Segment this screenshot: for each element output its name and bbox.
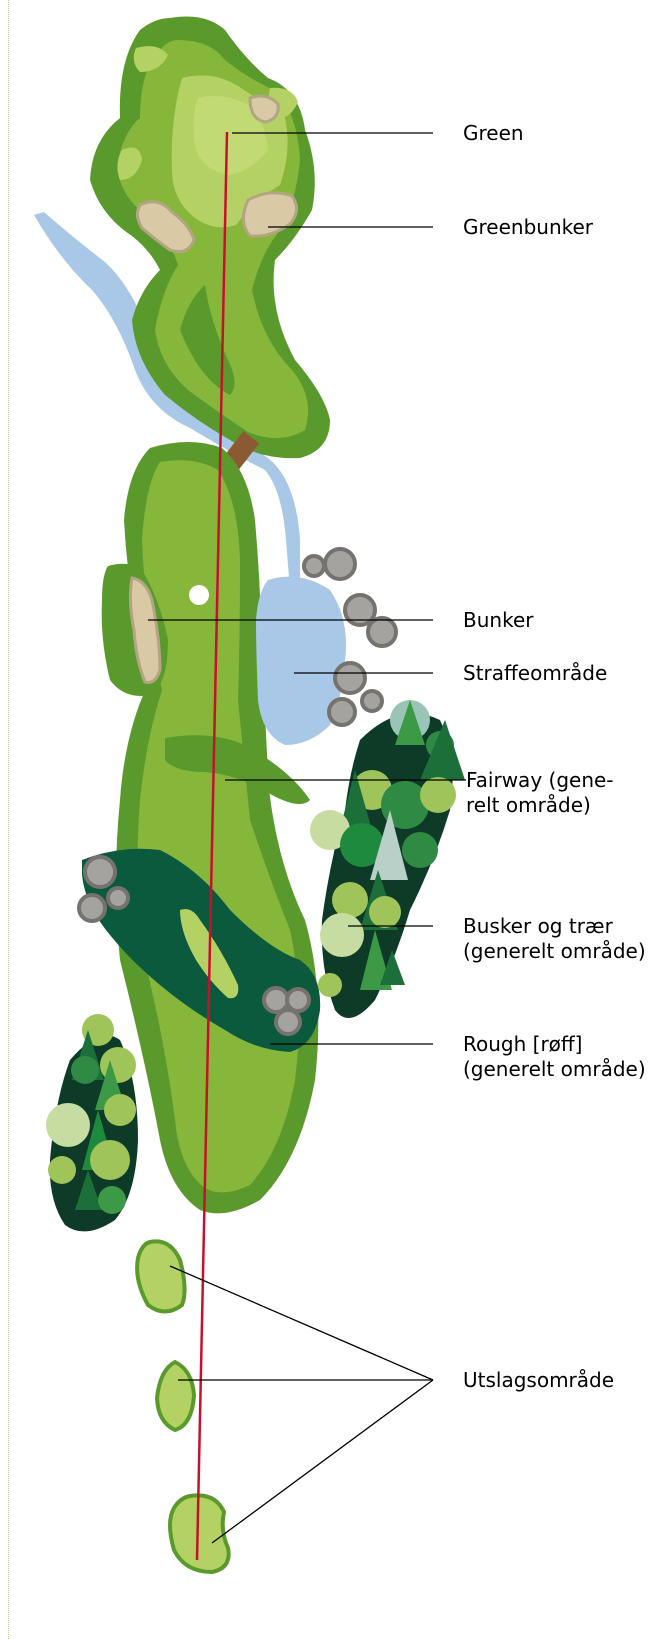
label-rough-line1: Rough [røff] <box>463 1032 646 1057</box>
label-fairway: Fairway (gene- relt område) <box>466 768 614 818</box>
label-fairway-line2: relt område) <box>466 793 614 818</box>
label-utslag: Utslagsområde <box>463 1368 614 1393</box>
label-busker: Busker og trær (generelt område) <box>463 914 646 964</box>
ball <box>189 585 209 605</box>
tee-area-2 <box>157 1362 194 1430</box>
label-rough-line2: (generelt område) <box>463 1057 646 1082</box>
label-green: Green <box>463 121 524 146</box>
label-greenbunker: Greenbunker <box>463 215 593 240</box>
label-busker-line2: (generelt område) <box>463 939 646 964</box>
tee-area-1 <box>137 1241 184 1311</box>
label-fairway-line1: Fairway (gene- <box>466 768 614 793</box>
label-rough: Rough [røff] (generelt område) <box>463 1032 646 1082</box>
label-straffeomrade: Straffeområde <box>463 661 607 686</box>
label-busker-line1: Busker og trær <box>463 914 646 939</box>
label-bunker: Bunker <box>463 608 533 633</box>
